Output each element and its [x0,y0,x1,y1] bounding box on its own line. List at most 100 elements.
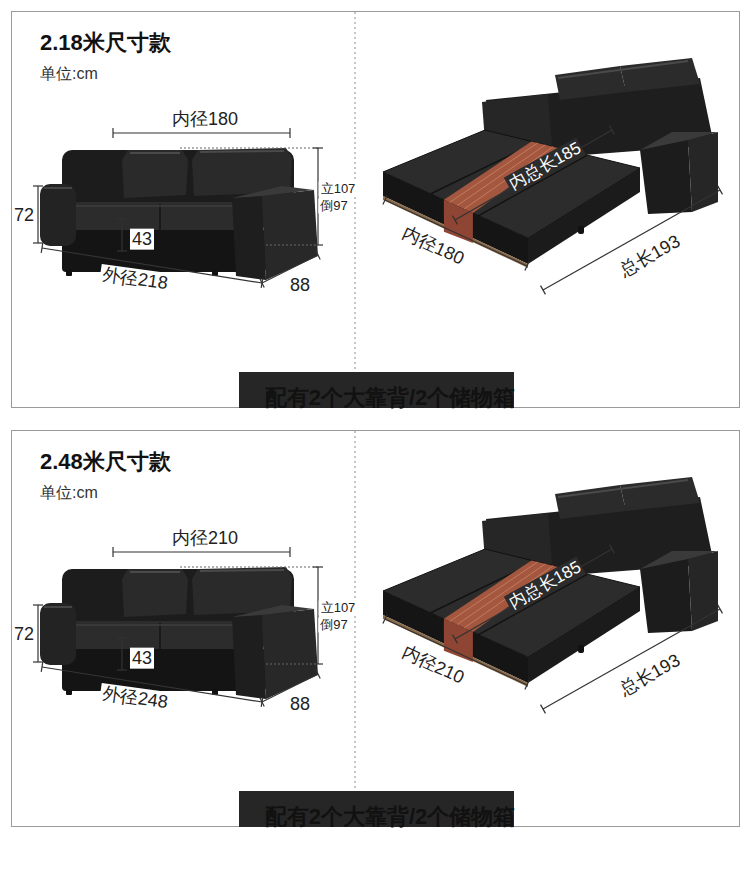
dimension-tick [260,698,264,707]
headrest-highlight [130,152,180,154]
panel-illustration [33,12,722,407]
sofa-arm-top [232,605,314,617]
dimension-label: 72 [12,205,36,226]
dimension-tick [289,547,290,557]
dimension-line [543,190,720,290]
mattress-top [383,549,640,657]
dimension-line [317,567,318,664]
dimension-line [121,219,122,251]
dimension-line [37,605,38,662]
dimension-label: 立107 [319,601,358,616]
panel-separator [355,12,356,407]
cushion-highlight [70,624,258,626]
dimension-label: 立107 [319,182,358,197]
sofa-arm-side [262,609,318,699]
sofa-leg [66,689,72,695]
sofa-arm-side [262,190,318,280]
dimension-tick [33,661,43,662]
dimension-tick [541,705,546,714]
guide-line [180,567,318,568]
dimension-tick [33,185,43,186]
dimension-tick [41,243,43,253]
dimension-tick [525,261,529,270]
bed-arm-front [640,559,692,633]
dimension-tick [453,216,458,225]
size-panel: 2.18米尺寸款单位:cm配有2个大靠背/2个储物箱 [11,11,740,408]
dimension-label: 倒97 [318,199,349,214]
headrest [620,58,700,92]
dimension-label: 倒97 [318,618,349,633]
sofa-leg [66,270,72,276]
dimension-tick [453,635,458,644]
dimension-label: 内径210 [170,528,240,549]
panel-separator [355,431,356,826]
dimension-label: 内径180 [397,222,469,270]
arm-highlight [44,187,72,189]
dimension-label: 外径248 [99,683,171,713]
dimension-tick [41,662,43,672]
dimension-label: 内总长185 [504,137,586,195]
panel-heading: 2.18米尺寸款 [40,28,171,58]
cushion-seam [159,204,161,230]
dimension-label: 内总长185 [504,556,586,614]
guide-line [266,664,318,665]
dimension-label: 88 [288,275,312,296]
dimension-line [455,130,612,220]
dimension-tick [117,218,127,219]
dimension-label: 内径210 [397,641,469,689]
headrest-highlight [130,571,180,573]
dimension-label: 43 [130,229,154,250]
dimension-tick [718,605,723,614]
dimension-tick [117,669,127,670]
dimension-tick [112,128,113,138]
dimension-tick [313,566,323,567]
dimension-tick [610,126,615,135]
dimension-tick [316,251,320,260]
sofa-arm [40,603,76,665]
dimension-tick [718,186,723,195]
dimension-tick [525,680,529,689]
headrest [122,569,188,617]
headrest-highlight [200,570,284,571]
guide-line [266,245,318,246]
dimension-tick [33,604,43,605]
dimension-tick [112,547,113,557]
guide-line [180,148,318,149]
dimension-tick [260,279,264,288]
dimension-tick [33,242,43,243]
dimension-label: 总长193 [614,649,685,701]
cushion-highlight [70,205,258,207]
headrest-highlight [558,61,688,78]
headrest [620,477,700,511]
bed-arm-front [640,140,692,214]
dimension-tick [117,637,127,638]
dimension-line [121,638,122,670]
headrest-highlight [558,480,688,497]
bed-arm-top [640,551,718,569]
feature-banner: 配有2个大靠背/2个储物箱 [239,372,514,408]
dimension-line [37,186,38,243]
sofa-arm-front [232,615,266,699]
headrest [122,150,188,198]
banner-text: 配有2个大靠背/2个储物箱 [265,802,516,832]
dimension-tick [541,286,546,295]
caster [578,226,584,234]
dimension-label: 43 [130,648,154,669]
cushion-seam [159,623,161,649]
dimension-line [455,549,612,639]
dimension-label: 外径218 [99,264,171,294]
feature-banner: 配有2个大靠背/2个储物箱 [239,791,514,827]
dimension-tick [117,250,127,251]
dimension-line [543,609,720,709]
dimension-line [317,148,318,245]
dimension-label: 88 [288,694,312,715]
headrest-highlight [200,151,284,152]
dimension-label: 内径180 [170,109,240,130]
dimension-line [113,551,290,552]
dimension-tick [316,670,320,679]
dimension-tick [610,545,615,554]
caster [578,645,584,653]
dimension-label: 总长193 [614,230,685,282]
banner-text: 配有2个大靠背/2个储物箱 [265,383,516,413]
size-panel: 2.48米尺寸款单位:cm配有2个大靠背/2个储物箱 [11,430,740,827]
